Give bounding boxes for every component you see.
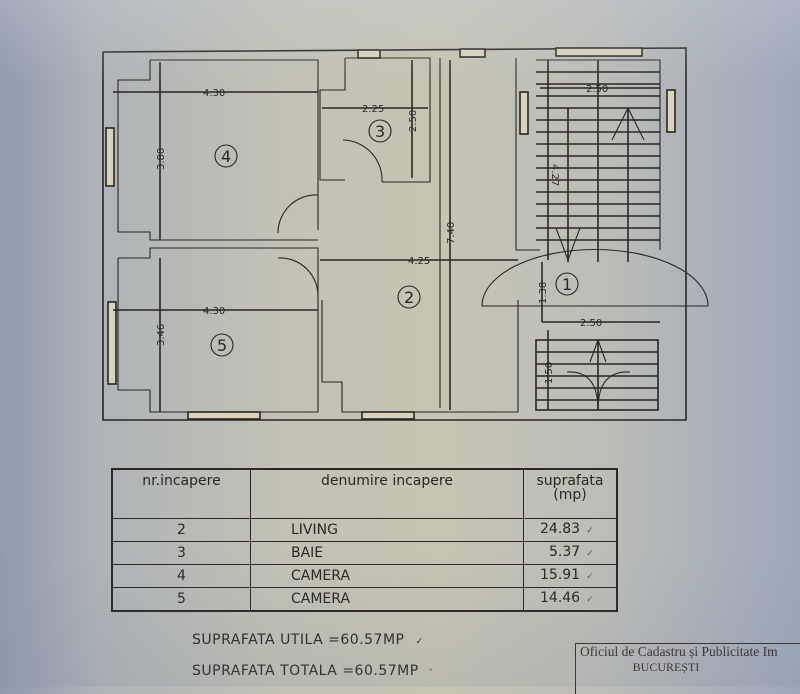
- area-value: 5.37: [549, 544, 581, 560]
- header-area-label: suprafata: [536, 473, 604, 489]
- dim-room5-width: 4.30: [203, 306, 225, 317]
- room-number-5: 5: [217, 336, 227, 355]
- area-value: 15.91: [540, 567, 581, 583]
- dim-landing-depth: 1.38: [538, 282, 549, 304]
- table-row: 4 CAMERA 15.91 ✓: [111, 564, 618, 588]
- check-mark-icon: ✓: [586, 549, 594, 559]
- room-area-table: nr.incapere denumire incapere suprafata …: [111, 468, 618, 612]
- window: [555, 47, 643, 57]
- room-number-1: 1: [562, 275, 572, 294]
- area-value: 24.83: [540, 521, 581, 537]
- useful-area-total: SUPRAFATA UTILA =60.57MP ✓: [192, 632, 423, 648]
- cell-room-name: CAMERA: [250, 564, 524, 588]
- cell-room-number: 2: [111, 518, 251, 542]
- tick-mark-icon: ': [429, 668, 433, 678]
- table-row: 5 CAMERA 14.46 ✓: [111, 587, 618, 612]
- total-area-text: SUPRAFATA TOTALA =60.57MP: [192, 663, 419, 679]
- header-room-number: nr.incapere: [111, 468, 251, 519]
- cell-room-name: BAIE: [250, 541, 524, 565]
- area-value: 14.46: [540, 590, 581, 606]
- cell-room-number: 4: [111, 564, 251, 588]
- window: [459, 48, 486, 58]
- check-mark-icon: ✓: [586, 595, 594, 605]
- room-number-3: 3: [375, 122, 385, 141]
- table-row: 2 LIVING 24.83 ✓: [111, 518, 618, 542]
- check-mark-icon: ✓: [415, 637, 424, 647]
- check-mark-icon: ✓: [586, 572, 594, 582]
- window: [357, 49, 381, 59]
- cadastre-stamp: Oficiul de Cadastru și Publicitate Im BU…: [575, 643, 800, 694]
- room-number-2: 2: [404, 288, 414, 307]
- dim-room2-width: 4.25: [408, 256, 430, 267]
- header-area-unit: (mp): [553, 487, 587, 503]
- outer-wall: [102, 47, 687, 421]
- stamp-office-name: Oficiul de Cadastru și Publicitate Im: [580, 644, 778, 659]
- dim-room3-width: 2.25: [362, 104, 384, 115]
- dim-room4-width: 4.30: [203, 88, 225, 99]
- header-area: suprafata (mp): [523, 468, 618, 519]
- cell-area: 15.91 ✓: [523, 564, 618, 588]
- cell-area: 14.46 ✓: [523, 587, 618, 612]
- total-area: SUPRAFATA TOTALA =60.57MP ': [192, 663, 433, 679]
- dim-stair-run: 4.27: [549, 164, 560, 186]
- cell-room-number: 3: [111, 541, 251, 565]
- dim-lower-stair: 1.50: [544, 362, 555, 384]
- stamp-city: BUCUREȘTI: [632, 660, 700, 674]
- dim-stair-width: 2.50: [586, 84, 608, 95]
- floor-plan: 4.30 3.80 2.25 2.50 4.25 7.40 4.30 3.46 …: [102, 47, 709, 421]
- dim-room2-height: 7.40: [446, 222, 457, 244]
- cell-room-number: 5: [111, 587, 251, 612]
- dim-landing-width: 2.50: [580, 318, 602, 329]
- check-mark-icon: ✓: [586, 526, 594, 536]
- cell-room-name: LIVING: [250, 518, 524, 542]
- room-number-4: 4: [221, 147, 231, 166]
- cell-area: 24.83 ✓: [523, 518, 618, 542]
- dim-room4-height: 3.80: [156, 148, 167, 170]
- dim-room3-height: 2.50: [408, 110, 419, 132]
- cell-area: 5.37 ✓: [523, 541, 618, 565]
- cell-room-name: CAMERA: [250, 587, 524, 612]
- dim-room5-height: 3.46: [156, 324, 167, 346]
- table-row: 3 BAIE 5.37 ✓: [111, 541, 618, 565]
- useful-area-text: SUPRAFATA UTILA =60.57MP: [192, 632, 405, 648]
- header-room-name: denumire incapere: [250, 468, 524, 519]
